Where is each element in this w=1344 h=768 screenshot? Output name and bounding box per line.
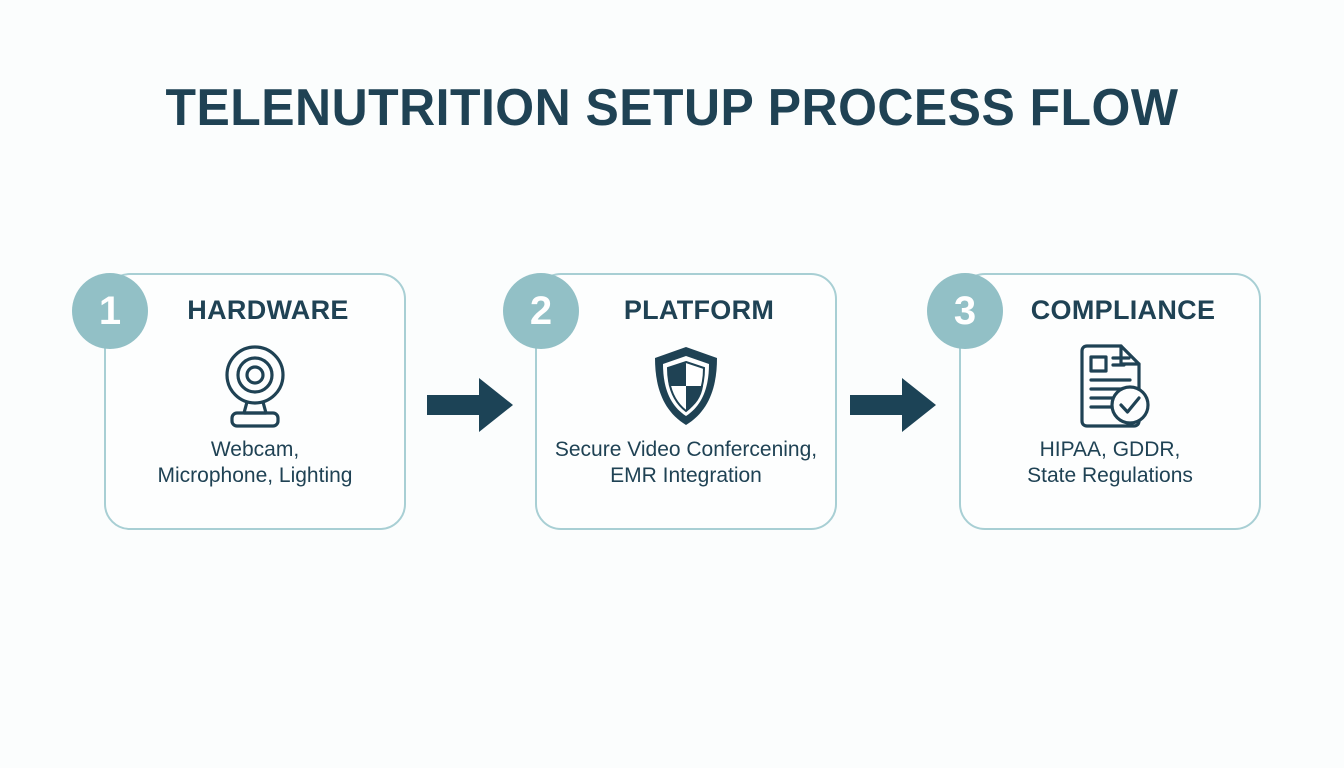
step-number-label: 3 <box>953 289 977 333</box>
desc-line-2: EMR Integration <box>610 464 762 487</box>
process-flow-row: HARDWARE Webcam, Microphone, Lighting <box>72 273 1261 530</box>
step-card-description: Secure Video Confercening, EMR Integrati… <box>537 437 835 489</box>
step-number-label: 2 <box>529 289 553 333</box>
step-card-platform[interactable]: PLATFORM Secure Video Confercening, EMR … <box>535 273 837 530</box>
step-number-badge-1: 1 <box>72 273 148 349</box>
step-card-hardware[interactable]: HARDWARE Webcam, Microphone, Lighting <box>104 273 406 530</box>
step-card-title: HARDWARE <box>187 295 349 325</box>
desc-line-2: Microphone, Lighting <box>157 464 353 487</box>
step-number-badge-2: 2 <box>503 273 579 349</box>
page-title: TELENUTRITION SETUP PROCESS FLOW <box>165 79 1179 137</box>
arrow-right-icon <box>850 378 936 432</box>
shield-icon <box>537 341 835 431</box>
step-card-title: PLATFORM <box>623 295 775 325</box>
desc-line-1: Webcam, <box>210 438 300 461</box>
step-card-description: HIPAA, GDDR, State Regulations <box>961 437 1259 489</box>
step-card-compliance[interactable]: COMPLIANCE <box>959 273 1261 530</box>
desc-line-2: State Regulations <box>1027 464 1193 487</box>
step-card-title: COMPLIANCE <box>1030 295 1216 325</box>
step-number-label: 1 <box>98 289 122 333</box>
desc-line-1: HIPAA, GDDR, <box>1039 438 1181 461</box>
arrow-right-icon <box>427 378 513 432</box>
desc-line-1: Secure Video Confercening, <box>554 438 818 461</box>
step-card-description: Webcam, Microphone, Lighting <box>106 437 404 489</box>
document-check-icon <box>961 341 1259 431</box>
step-number-badge-3: 3 <box>927 273 1003 349</box>
webcam-icon <box>106 341 404 431</box>
